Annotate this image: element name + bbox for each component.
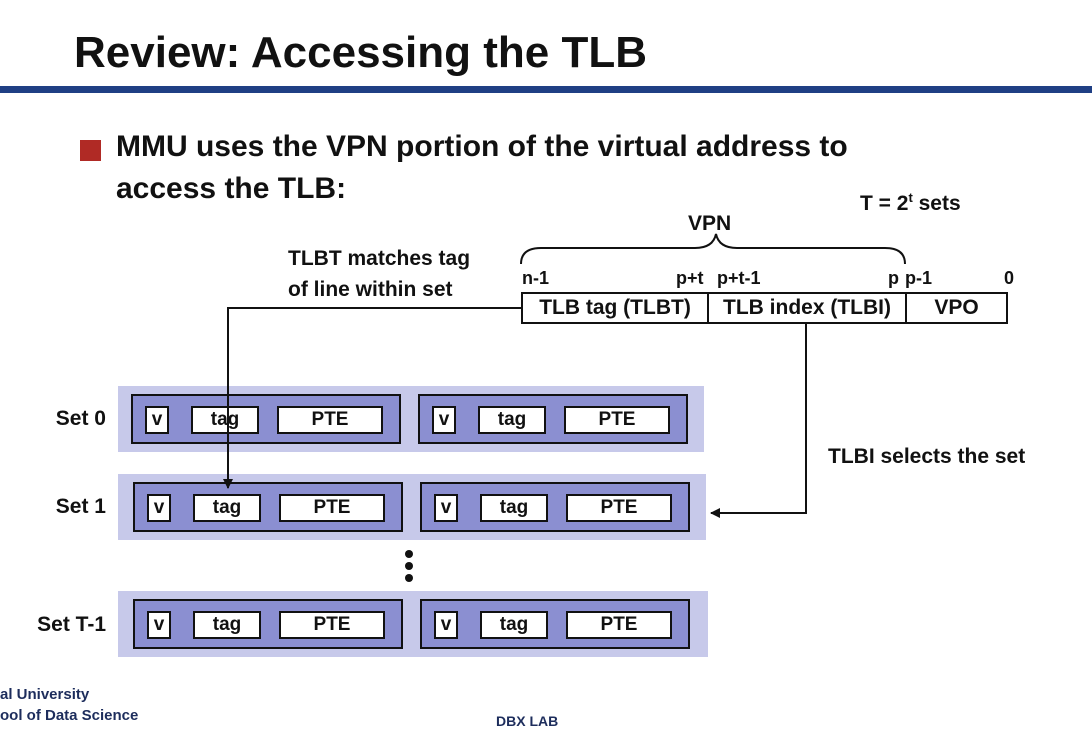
tag-cell: tag — [478, 406, 546, 434]
virtual-address-fields: TLB tag (TLBT) TLB index (TLBI) VPO — [521, 292, 1008, 324]
tlbi-field: TLB index (TLBI) — [709, 294, 907, 322]
bullet-text: MMU uses the VPN portion of the virtual … — [116, 126, 848, 210]
tag-cell: tag — [480, 611, 548, 639]
bit-label-p: p — [888, 268, 899, 288]
t-sets-label: T = 2t sets — [860, 190, 961, 216]
set-t-minus-1: v tag PTE v tag PTE — [118, 591, 708, 657]
pte-cell: PTE — [564, 406, 670, 434]
set-label-t-minus-1: Set T-1 — [37, 613, 106, 636]
ellipsis-dot — [405, 574, 413, 582]
tlbi-arrow — [710, 324, 807, 518]
vpo-field: VPO — [934, 296, 979, 319]
t-sets-superscript: t — [908, 190, 913, 205]
bullet-line-2: access the TLB: — [116, 172, 347, 205]
tag-cell: tag — [193, 611, 261, 639]
bit-label-zero: 0 — [1004, 268, 1015, 288]
valid-bit-cell: v — [432, 406, 456, 434]
set-1: v tag PTE v tag PTE — [118, 474, 706, 540]
tlbt-note-line-1: TLBT matches tag — [288, 247, 471, 270]
valid-bit-cell: v — [147, 611, 171, 639]
set-label-0: Set 0 — [55, 407, 106, 430]
bit-label-p-plus-t: p+t — [676, 268, 704, 288]
tag-cell: tag — [480, 494, 548, 522]
footer-university: al University — [0, 686, 90, 703]
ellipsis-dot — [405, 562, 413, 570]
tag-cell: tag — [191, 406, 259, 434]
t-sets-prefix: T = 2 — [860, 192, 909, 215]
tlb-line: v tag PTE — [420, 482, 690, 532]
valid-bit-cell: v — [434, 611, 458, 639]
bit-label-p-minus-1: p-1 — [905, 268, 932, 288]
set-label-1: Set 1 — [55, 495, 106, 518]
tlb-line: v tag PTE — [133, 599, 403, 649]
pte-cell: PTE — [279, 611, 385, 639]
tlb-line: v tag PTE — [131, 394, 401, 444]
title-rule — [0, 86, 1092, 93]
tag-cell: tag — [193, 494, 261, 522]
valid-bit-cell: v — [147, 494, 171, 522]
set-0: v tag PTE v tag PTE — [118, 386, 704, 452]
pte-cell: PTE — [566, 494, 672, 522]
tlb-line: v tag PTE — [133, 482, 403, 532]
vpn-label: VPN — [688, 212, 732, 235]
tlbt-field: TLB tag (TLBT) — [523, 294, 709, 322]
bit-label-p-plus-t-minus-1: p+t-1 — [717, 268, 761, 288]
bullet-marker — [80, 140, 101, 161]
pte-cell: PTE — [279, 494, 385, 522]
t-sets-suffix: sets — [912, 192, 961, 215]
tlbt-note: TLBT matches tag of line within set — [288, 243, 470, 305]
footer-lab: DBX LAB — [496, 713, 559, 729]
bullet-line-1: MMU uses the VPN portion of the virtual … — [116, 130, 848, 163]
tlbt-note-line-2: of line within set — [288, 278, 453, 301]
footer-school: ool of Data Science — [0, 707, 139, 724]
valid-bit-cell: v — [145, 406, 169, 434]
pte-cell: PTE — [566, 611, 672, 639]
tlbi-note: TLBI selects the set — [828, 445, 1026, 468]
slide-title: Review: Accessing the TLB — [74, 28, 647, 77]
pte-cell: PTE — [277, 406, 383, 434]
ellipsis-dot — [405, 550, 413, 558]
valid-bit-cell: v — [434, 494, 458, 522]
bit-label-n-minus-1: n-1 — [522, 268, 549, 288]
vpn-brace — [520, 233, 906, 265]
tlb-line: v tag PTE — [420, 599, 690, 649]
tlb-line: v tag PTE — [418, 394, 688, 444]
